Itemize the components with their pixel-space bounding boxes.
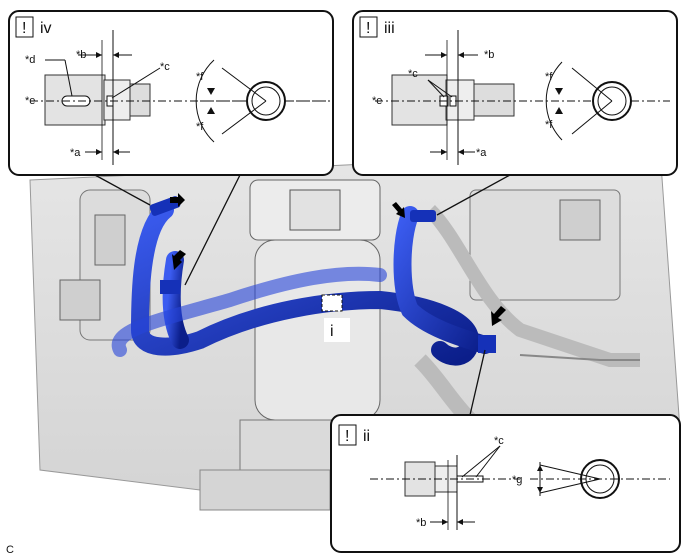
callout-ii: ! ii *c *g *b [330,414,681,553]
callout-leaders [94,174,511,416]
iii-e-label: *e [372,95,382,107]
callout-iii: ! iii *b *c *e *a *f *f [352,10,678,176]
callout-iv: ! iv *b *c *d *e *a *f [8,10,334,176]
iii-c-label: *c [408,68,418,80]
iv-e-label: *e [25,95,35,107]
arrow-iii [392,202,405,218]
iii-a-label: *a [476,147,487,159]
engine-illustration [29,149,681,541]
callout-ii-title: ii [363,428,370,445]
callout-iii-title: iii [384,20,395,37]
iv-f1-label: *f [196,71,204,83]
coolant-hoses [111,196,496,366]
arrow-iv-lower [172,250,186,270]
arrow-ii [491,306,506,326]
arrow-iv [170,193,185,207]
iv-c-label: *c [160,61,170,73]
ii-c-label: *c [494,435,504,447]
callout-iii-index: ! [366,20,370,37]
ii-b-label: *b [416,517,426,529]
callout-iv-title: iv [40,20,52,37]
ii-g-label: *g [512,474,522,486]
iv-a-label: *a [70,147,81,159]
iv-d-label: *d [25,54,35,66]
callout-ii-index: ! [345,428,349,445]
marker-i: i [321,294,350,342]
callout-iv-index: ! [22,20,26,37]
iii-f2-label: *f [545,119,553,131]
direction-arrows [170,193,506,326]
iv-f2-label: *f [196,121,204,133]
iv-b-label: *b [76,49,86,61]
marker-i-label: i [330,323,334,340]
figure-code: C [6,544,14,556]
iii-b-label: *b [484,49,494,61]
iii-f1-label: *f [545,71,553,83]
